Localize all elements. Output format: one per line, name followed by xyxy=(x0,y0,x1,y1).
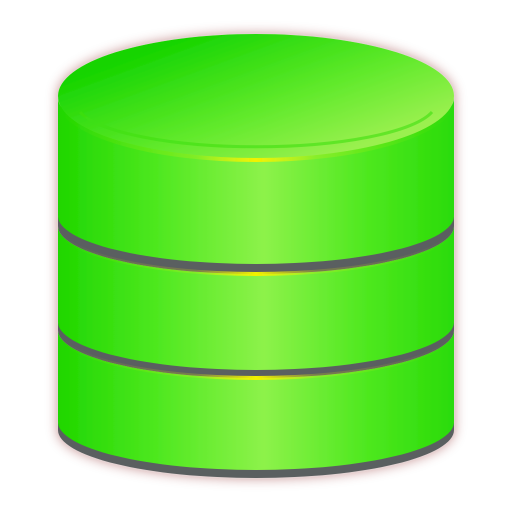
cylinder-segment-top xyxy=(58,98,454,264)
rim-highlight-upper xyxy=(56,225,456,276)
rim-highlight-lower xyxy=(56,329,456,380)
top-cap-bevel xyxy=(78,111,434,149)
rim-highlight-top xyxy=(56,97,456,162)
cylinder-segment-middle xyxy=(58,226,454,370)
cylinder-top-cap xyxy=(58,34,454,158)
cylinder-segment-bottom xyxy=(58,330,454,470)
separator-band-upper xyxy=(58,214,454,274)
